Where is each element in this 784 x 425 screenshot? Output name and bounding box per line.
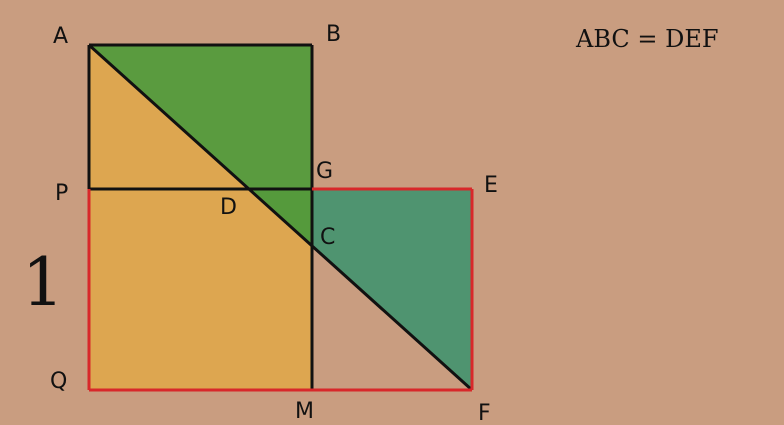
label-q: Q — [50, 369, 67, 394]
label-m: M — [295, 399, 314, 424]
equation-text: ABC = DEF — [575, 25, 719, 53]
label-c: C — [320, 225, 335, 250]
figure-number: 1 — [22, 244, 64, 321]
label-a: A — [53, 24, 68, 49]
orange-region-fill — [89, 45, 312, 390]
triangle-cef-fill — [312, 189, 472, 390]
label-b: B — [326, 22, 341, 47]
label-e: E — [484, 173, 498, 198]
diagonal-af — [87, 43, 474, 392]
label-f: F — [478, 401, 491, 425]
label-p: P — [55, 181, 68, 206]
label-d: D — [220, 195, 237, 220]
label-g: G — [316, 159, 333, 184]
